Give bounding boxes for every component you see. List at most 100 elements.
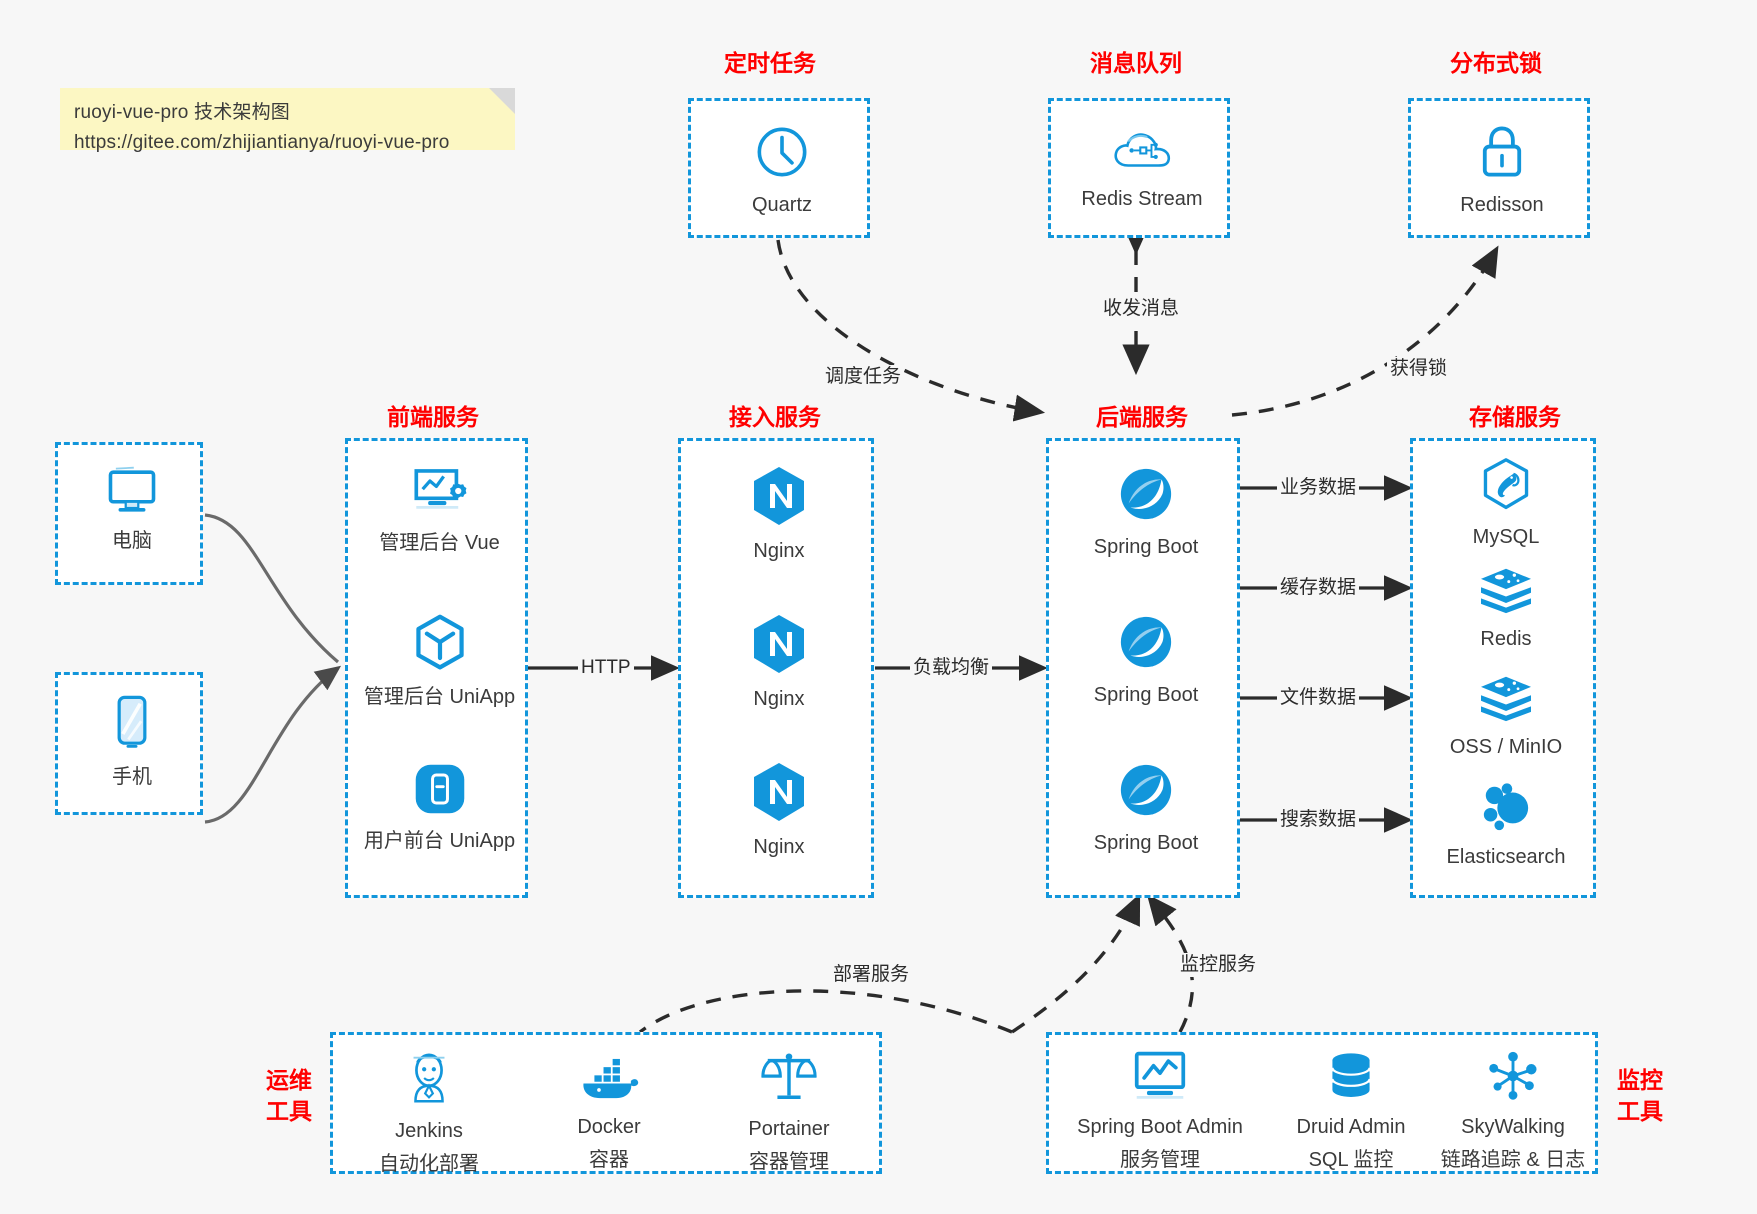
spring-boot-leaf-icon <box>1117 761 1175 824</box>
clock-icon <box>753 123 811 186</box>
dashboard-gear-icon <box>409 463 471 524</box>
padlock-icon <box>1474 123 1530 186</box>
monitor-chart-icon <box>1130 1049 1190 1108</box>
node-label-redisson: Redisson <box>1460 194 1544 216</box>
node-label-elasticsearch: Elasticsearch <box>1446 846 1566 868</box>
node-quartz[interactable]: Quartz <box>691 123 873 219</box>
mobile-app-icon <box>412 761 468 822</box>
node-springboot-3[interactable]: Spring Boot <box>1049 761 1243 857</box>
group-box-lock[interactable]: Redisson <box>1408 98 1590 238</box>
node-label-redis: Redis <box>1480 628 1532 650</box>
node-label-quartz: Quartz <box>751 194 813 216</box>
group-box-frontend[interactable]: 管理后台 Vue 管理后台 UniApp 用户前台 UniApp <box>345 438 528 898</box>
node-label-springboot-2: Spring Boot <box>1093 684 1199 706</box>
spring-boot-leaf-icon <box>1117 465 1175 528</box>
note-line-title: ruoyi-vue-pro 技术架构图 <box>74 102 291 123</box>
monitor-title-line1: 监控 <box>1617 1067 1663 1093</box>
jenkins-butler-icon <box>400 1049 458 1112</box>
nginx-icon <box>751 761 807 828</box>
node-spring-boot-admin[interactable]: Spring Boot Admin 服务管理 <box>1053 1049 1267 1174</box>
edge-label-deploy: 部署服务 <box>830 963 913 987</box>
object-storage-stack-icon <box>1477 673 1535 728</box>
scales-balance-icon <box>760 1049 818 1110</box>
node-label-spring-boot-admin: Spring Boot Admin <box>1077 1116 1243 1138</box>
node-mysql[interactable]: MySQL <box>1413 457 1599 551</box>
node-label-admin-vue: 管理后台 Vue <box>379 532 500 554</box>
group-title-monitor: 监控 工具 <box>1609 1065 1671 1127</box>
desktop-monitor-icon <box>103 465 161 522</box>
node-admin-uniapp[interactable]: 管理后台 UniApp <box>348 613 531 711</box>
group-title-gateway: 接入服务 <box>729 404 821 430</box>
group-title-storage: 存储服务 <box>1469 404 1561 430</box>
node-label-springboot-1: Spring Boot <box>1093 536 1199 558</box>
devops-title-line2: 工具 <box>266 1098 312 1124</box>
node-admin-vue[interactable]: 管理后台 Vue <box>348 463 531 557</box>
network-nodes-icon <box>1485 1049 1541 1108</box>
database-cylinder-icon <box>1325 1051 1377 1108</box>
node-sub-docker: 容器 <box>589 1149 629 1171</box>
node-mobile[interactable]: 手机 <box>58 693 206 791</box>
group-box-client-desktop[interactable]: 电脑 <box>55 442 203 585</box>
node-sub-jenkins: 自动化部署 <box>379 1153 479 1175</box>
group-box-gateway[interactable]: Nginx Nginx Nginx <box>678 438 874 898</box>
node-jenkins[interactable]: Jenkins 自动化部署 <box>341 1049 517 1178</box>
node-desktop[interactable]: 电脑 <box>58 465 206 555</box>
node-label-nginx-1: Nginx <box>753 540 805 562</box>
edge-label-schedule: 调度任务 <box>822 365 905 389</box>
group-box-devops[interactable]: Jenkins 自动化部署 Docker 容器 <box>330 1032 882 1176</box>
node-nginx-1[interactable]: Nginx <box>681 465 877 565</box>
node-portainer[interactable]: Portainer 容器管理 <box>701 1049 877 1176</box>
node-label-mysql: MySQL <box>1472 526 1540 548</box>
group-box-storage[interactable]: MySQL Redis <box>1410 438 1596 898</box>
group-title-mq: 消息队列 <box>1090 50 1182 76</box>
node-label-nginx-3: Nginx <box>753 836 805 858</box>
group-box-monitor[interactable]: Spring Boot Admin 服务管理 Druid Admin SQL 监… <box>1046 1032 1598 1174</box>
spring-boot-leaf-icon <box>1117 613 1175 676</box>
edge-label-searchdata: 搜索数据 <box>1277 808 1360 832</box>
node-oss-minio[interactable]: OSS / MinIO <box>1413 673 1599 761</box>
node-label-user-uniapp: 用户前台 UniApp <box>363 830 516 852</box>
nginx-icon <box>751 465 807 532</box>
node-nginx-3[interactable]: Nginx <box>681 761 877 861</box>
node-label-skywalking: SkyWalking <box>1461 1116 1565 1138</box>
node-sub-portainer: 容器管理 <box>749 1151 829 1173</box>
group-box-client-mobile[interactable]: 手机 <box>55 672 203 815</box>
node-redis-stream[interactable]: Redis Stream <box>1051 125 1233 213</box>
node-skywalking[interactable]: SkyWalking 链路追踪 & 日志 <box>1425 1049 1601 1174</box>
edge-label-getlock: 获得锁 <box>1387 357 1451 381</box>
node-springboot-2[interactable]: Spring Boot <box>1049 613 1243 709</box>
edge-label-http: HTTP <box>578 656 634 680</box>
node-sub-druid-admin: SQL 监控 <box>1308 1149 1394 1171</box>
node-label-druid-admin: Druid Admin <box>1296 1116 1406 1138</box>
node-elasticsearch[interactable]: Elasticsearch <box>1413 781 1599 871</box>
cube-icon <box>411 613 469 678</box>
node-docker[interactable]: Docker 容器 <box>521 1055 697 1174</box>
node-springboot-1[interactable]: Spring Boot <box>1049 465 1243 561</box>
node-label-redis-stream: Redis Stream <box>1081 188 1203 210</box>
docker-whale-icon <box>578 1055 640 1108</box>
elasticsearch-icon <box>1478 781 1534 838</box>
group-box-scheduler[interactable]: Quartz <box>688 98 870 238</box>
edge-label-messaging: 收发消息 <box>1100 297 1183 321</box>
group-box-backend[interactable]: Spring Boot Spring Boot Spring Boot <box>1046 438 1240 898</box>
node-redisson[interactable]: Redisson <box>1411 123 1593 219</box>
note-fold-corner <box>489 88 515 114</box>
node-nginx-2[interactable]: Nginx <box>681 613 877 713</box>
node-user-uniapp[interactable]: 用户前台 UniApp <box>348 761 531 855</box>
node-sub-skywalking: 链路追踪 & 日志 <box>1440 1149 1586 1171</box>
edge-label-monitoring: 监控服务 <box>1177 953 1260 977</box>
edge-label-lb: 负载均衡 <box>910 656 993 680</box>
node-label-springboot-3: Spring Boot <box>1093 832 1199 854</box>
node-druid-admin[interactable]: Druid Admin SQL 监控 <box>1271 1051 1431 1174</box>
edge-label-filedata: 文件数据 <box>1277 686 1360 710</box>
group-box-mq[interactable]: Redis Stream <box>1048 98 1230 238</box>
node-label-admin-uniapp: 管理后台 UniApp <box>363 686 516 708</box>
group-title-scheduler: 定时任务 <box>724 50 816 76</box>
note-line-url: https://gitee.com/zhijiantianya/ruoyi-vu… <box>74 132 450 153</box>
node-label-nginx-2: Nginx <box>753 688 805 710</box>
node-sub-spring-boot-admin: 服务管理 <box>1120 1149 1200 1171</box>
node-redis[interactable]: Redis <box>1413 565 1599 653</box>
smartphone-icon <box>110 693 154 758</box>
node-label-jenkins: Jenkins <box>395 1120 463 1142</box>
